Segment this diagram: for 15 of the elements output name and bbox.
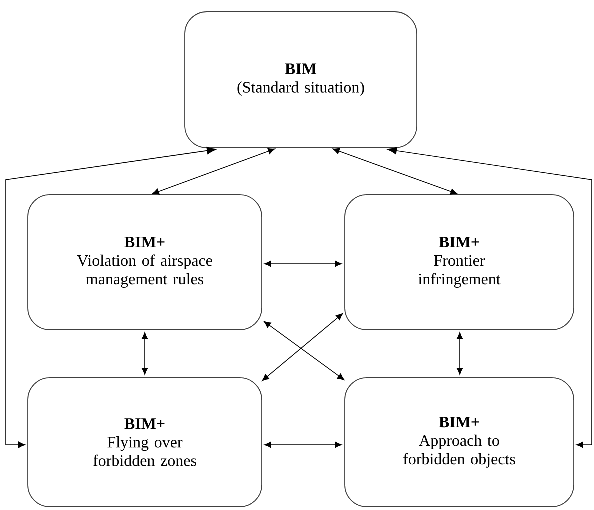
process-box: BIM+ Frontier infringement <box>344 194 574 330</box>
process-box: BIM+ Flying over forbidden zones <box>28 378 262 508</box>
arrow <box>456 332 464 375</box>
process-box: BIM+ Approach to forbidden objects <box>344 378 574 508</box>
arrow <box>6 147 217 448</box>
process-box: BIM+ Violation of airspace management rules <box>28 194 262 330</box>
process-box: BIM (Standard situation) <box>184 12 418 148</box>
arrow <box>264 442 342 448</box>
arrow <box>152 148 276 195</box>
arrow <box>262 313 344 382</box>
arrow <box>387 147 592 448</box>
arrow <box>142 332 148 375</box>
arrow <box>332 148 458 195</box>
arrow <box>264 260 342 268</box>
arrow <box>264 321 345 380</box>
